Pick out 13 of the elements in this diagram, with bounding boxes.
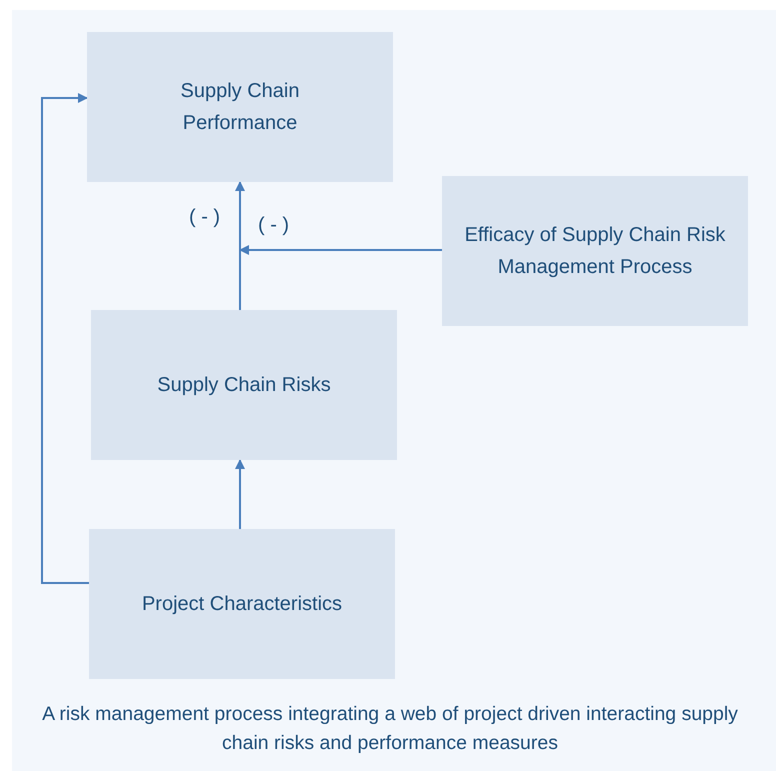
arrow [41,93,89,584]
process-box [89,529,395,679]
arrow [235,181,245,310]
arrow [235,459,245,529]
box-label: Supply Chain Risks [157,373,331,398]
process-box [442,176,748,326]
box-label: Efficacy of Supply Chain Risk Management Process [464,223,726,280]
process-box [91,310,397,460]
arrow [239,245,442,255]
box-label: Supply Chain Performance [180,79,300,136]
process-box [87,32,393,182]
caption: A risk management process integrating a web of project driven interacting supply chain risks and performance measures [41,702,739,756]
box-label: Project Characteristics [142,592,342,617]
